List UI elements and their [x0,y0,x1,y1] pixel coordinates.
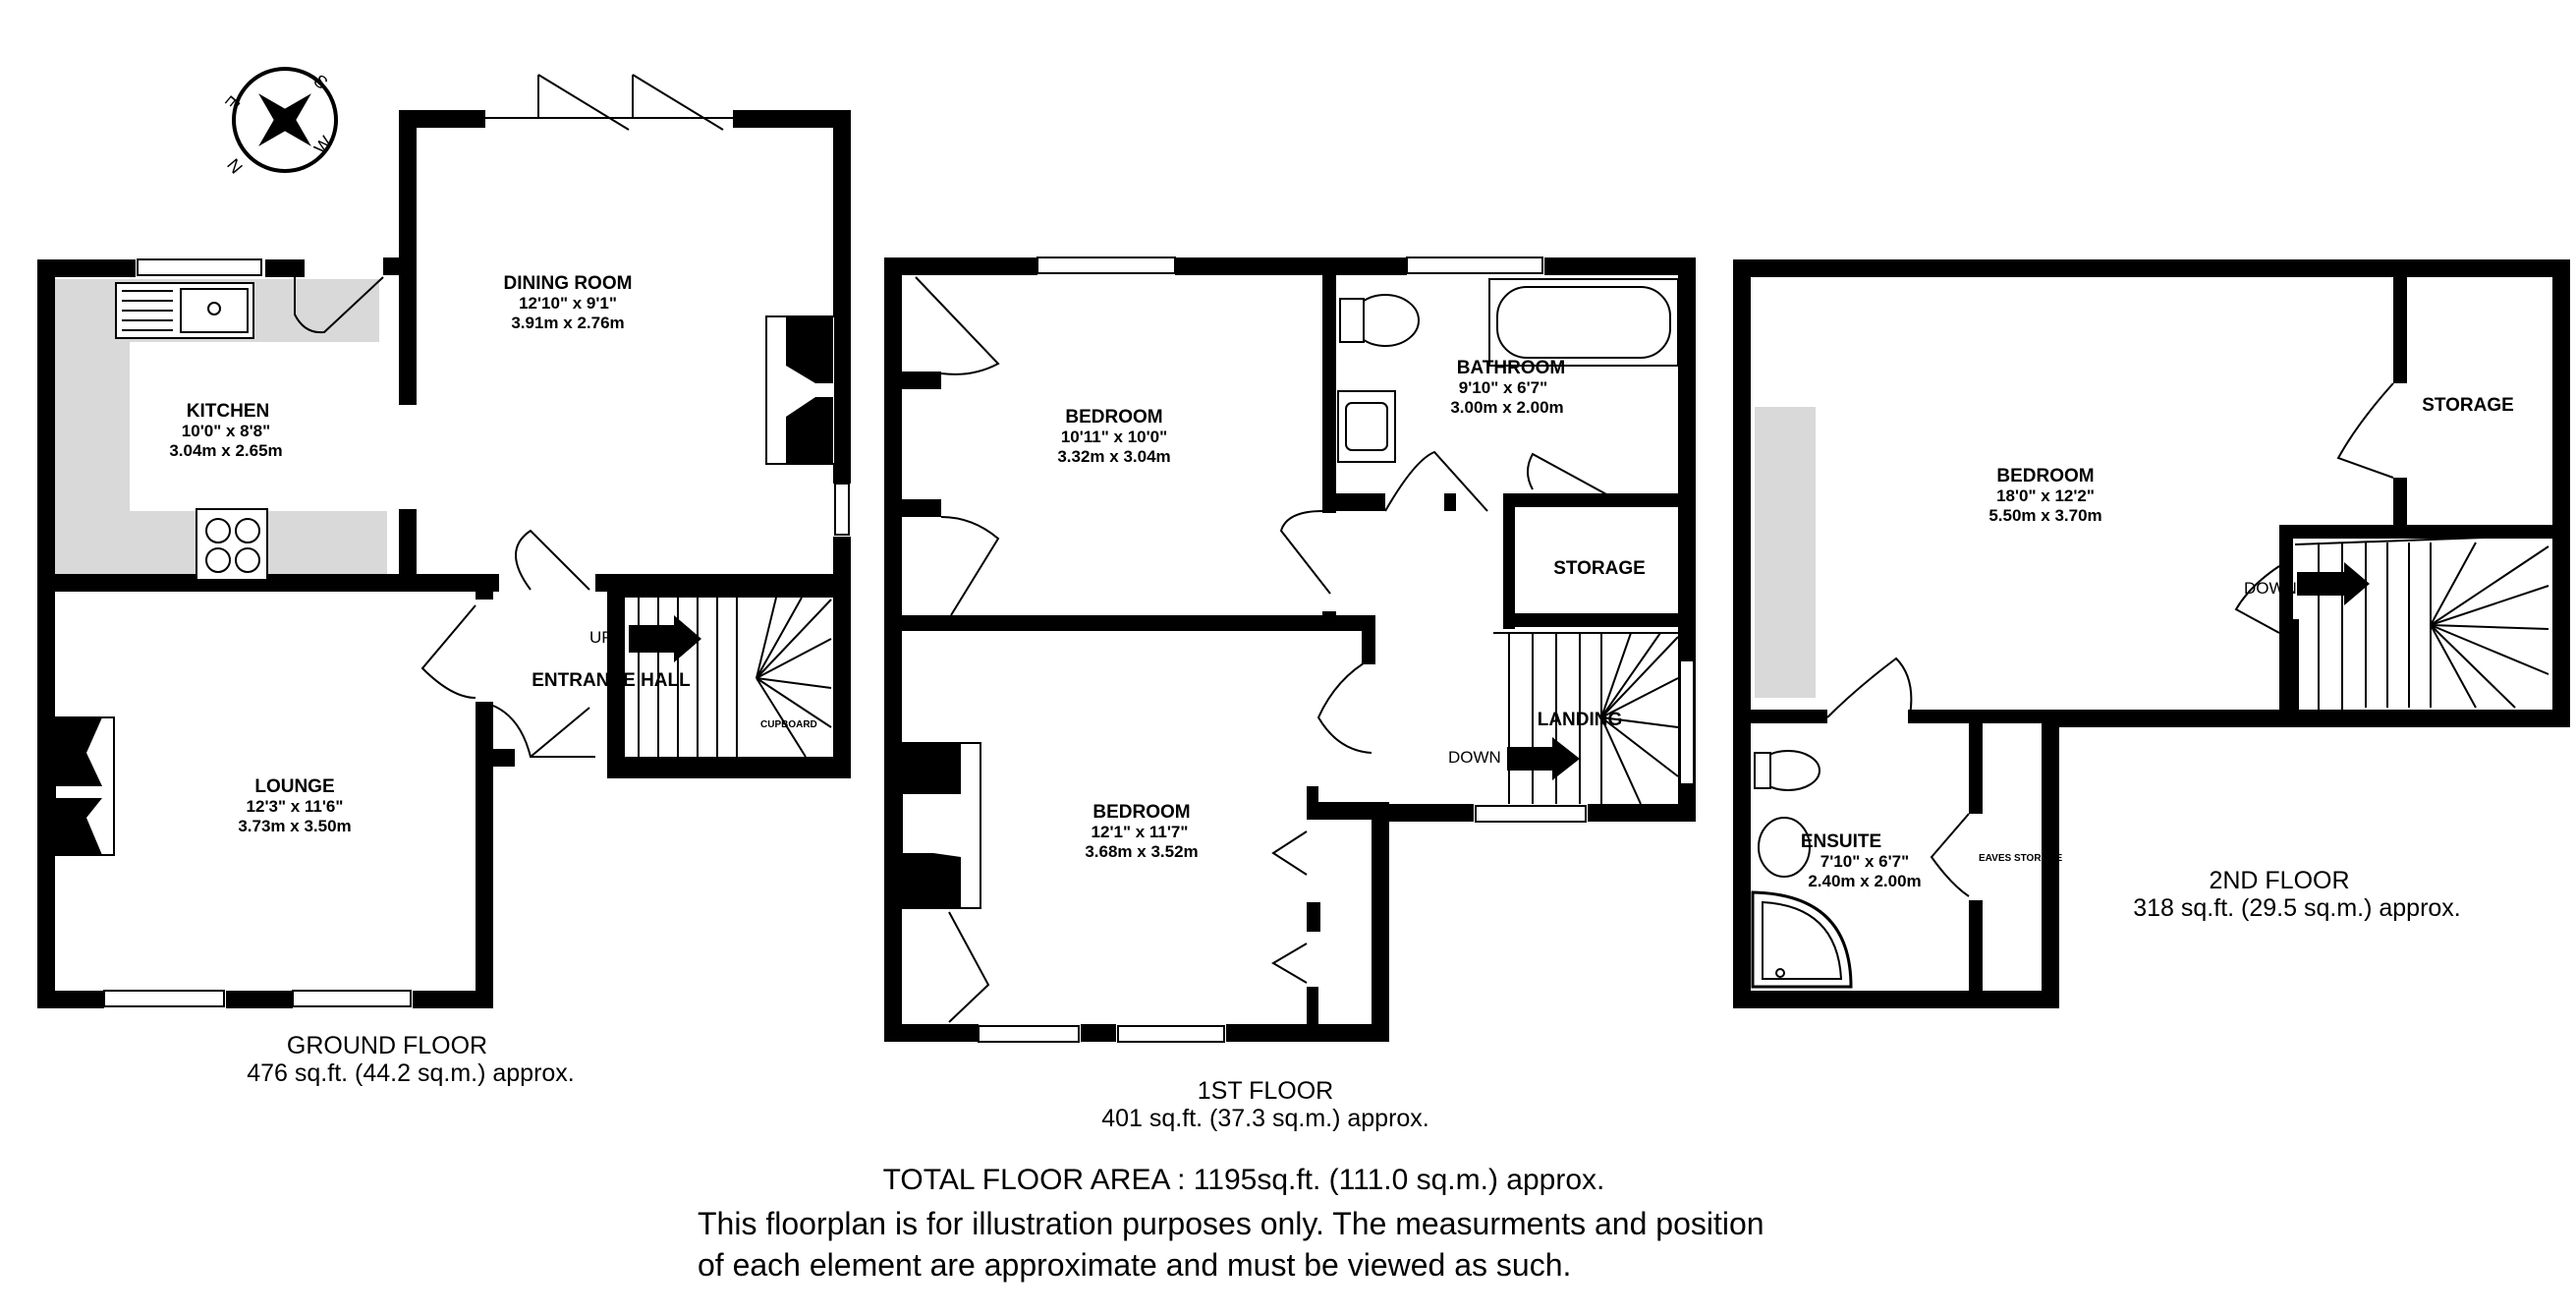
eaves-label: EAVES STORAGE [1979,853,2063,864]
sf-storage-name: STORAGE [2422,395,2514,416]
ground-floor-plan [37,74,851,1008]
cupboard-label: CUPBOARD [760,719,817,730]
dining-metric: 3.91m x 2.76m [511,314,624,332]
disclaimer-line-2: of each element are approximate and must… [698,1247,1571,1283]
ensuite-name: ENSUITE [1801,831,1881,852]
lounge-metric: 3.73m x 3.50m [238,817,351,835]
ff-stair-down-label: DOWN [1448,748,1501,767]
ground-floor-area: 476 sq.ft. (44.2 sq.m.) approx. [247,1059,575,1087]
ff-storage-name: STORAGE [1553,558,1646,579]
kitchen-imperial: 10'0" x 8'8" [182,422,270,440]
sf-bedroom-metric: 5.50m x 3.70m [1988,506,2101,525]
first-floor-title: 1ST FLOOR [1198,1077,1333,1105]
bedroom-a-imperial: 10'11" x 10'0" [1061,428,1167,446]
bedroom-a-metric: 3.32m x 3.04m [1057,447,1170,466]
hall-name: ENTRANCE HALL [532,670,691,691]
lounge-name: LOUNGE [254,776,334,797]
sf-bedroom-name: BEDROOM [1996,466,2094,486]
stair-up-label: UP [589,628,613,647]
bedroom-b-metric: 3.68m x 3.52m [1085,842,1198,861]
ground-floor-title: GROUND FLOOR [287,1032,487,1059]
compass-icon: S W N E [221,67,338,177]
ensuite-imperial: 7'10" x 6'7" [1820,852,1909,871]
bedroom-a-name: BEDROOM [1065,407,1162,428]
kitchen-name: KITCHEN [187,401,269,422]
compass-n: N [223,154,247,177]
bedroom-b-name: BEDROOM [1092,802,1190,823]
landing-name: LANDING [1538,710,1623,730]
second-floor-title: 2ND FLOOR [2209,867,2349,894]
dining-name: DINING ROOM [504,273,633,294]
total-floor-area: TOTAL FLOOR AREA : 1195sq.ft. (111.0 sq.… [883,1164,1605,1196]
second-floor-area: 318 sq.ft. (29.5 sq.m.) approx. [2133,894,2461,922]
ensuite-metric: 2.40m x 2.00m [1808,872,1921,890]
dining-imperial: 12'10" x 9'1" [519,294,617,313]
sf-bedroom-imperial: 18'0" x 12'2" [1996,486,2095,505]
kitchen-metric: 3.04m x 2.65m [169,441,282,460]
disclaimer-line-1: This floorplan is for illustration purpo… [698,1206,1764,1241]
bathroom-metric: 3.00m x 2.00m [1450,398,1563,417]
lounge-imperial: 12'3" x 11'6" [247,797,344,816]
sf-stair-down-label: DOWN [2244,579,2297,598]
first-floor-area: 401 sq.ft. (37.3 sq.m.) approx. [1101,1105,1429,1132]
bathroom-name: BATHROOM [1457,358,1565,378]
bedroom-b-imperial: 12'1" x 11'7" [1092,823,1189,841]
bathroom-imperial: 9'10" x 6'7" [1459,378,1547,397]
first-floor-plan [884,257,1696,1043]
second-floor-plan [1733,259,2570,1008]
